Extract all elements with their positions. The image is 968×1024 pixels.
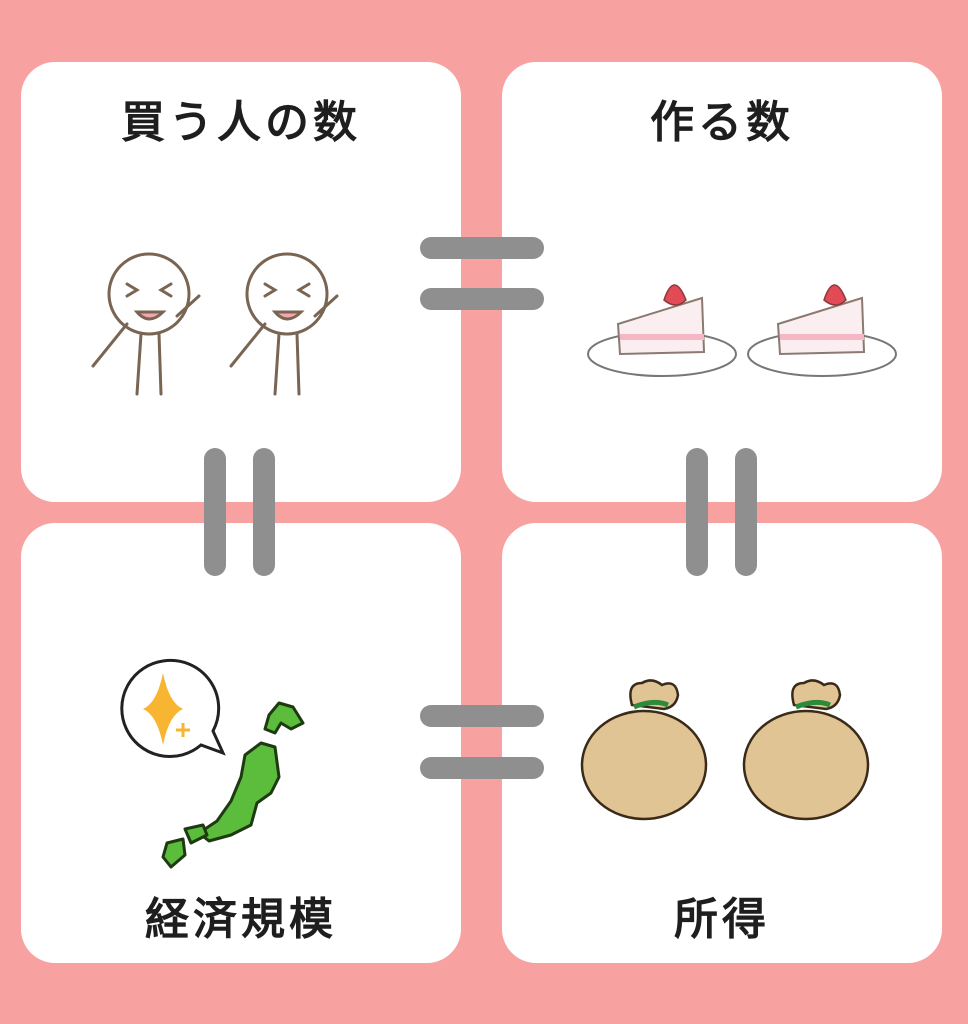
money-bags-illustration bbox=[580, 679, 870, 821]
produced-card: 作る数 bbox=[502, 62, 942, 502]
cake-icon bbox=[747, 284, 897, 377]
cake-icon bbox=[587, 284, 737, 377]
person-icon bbox=[229, 252, 339, 396]
income-card: 所得 bbox=[502, 523, 942, 963]
money-bag-icon bbox=[580, 679, 708, 821]
money-bag-icon bbox=[742, 679, 870, 821]
laughing-people-illustration bbox=[91, 252, 339, 396]
cakes-illustration bbox=[587, 284, 897, 377]
buyers-card: 買う人の数 bbox=[21, 62, 461, 502]
income-label: 所得 bbox=[674, 894, 770, 945]
japan-map-illustration bbox=[120, 658, 305, 869]
economy-card: 経済規模 bbox=[21, 523, 461, 963]
speech-bubble-icon bbox=[120, 658, 226, 759]
economy-label: 経済規模 bbox=[145, 894, 337, 945]
buyers-label: 買う人の数 bbox=[121, 97, 361, 148]
japan-map-icon bbox=[161, 701, 305, 869]
produced-label: 作る数 bbox=[650, 97, 794, 148]
person-icon bbox=[91, 252, 201, 396]
